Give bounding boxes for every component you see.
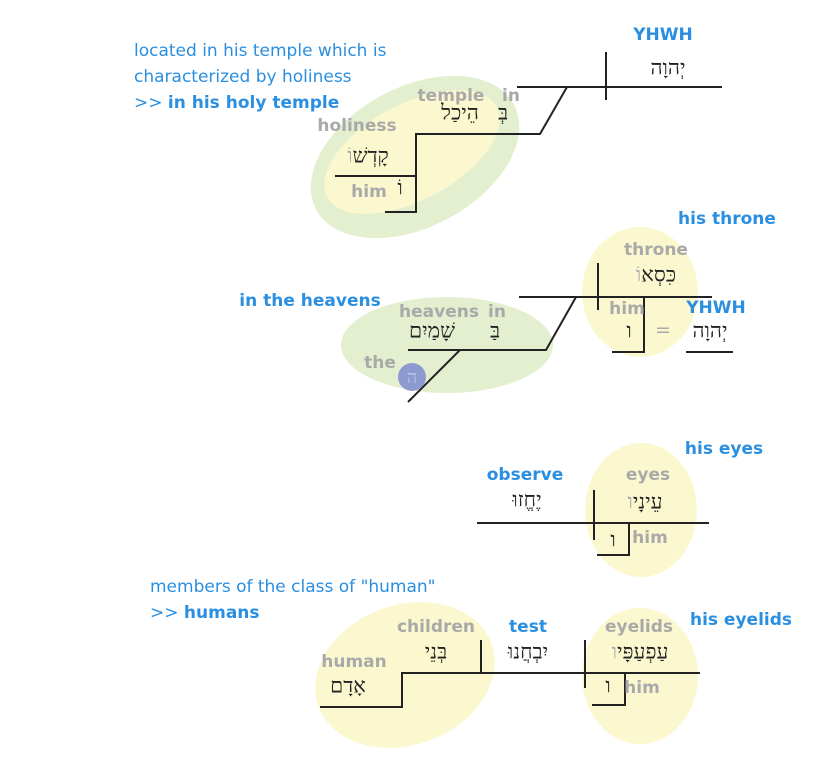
eyes-hebrew: עֵינָיו <box>627 490 662 515</box>
note-line: members of the class of "human" <box>150 577 436 597</box>
possessor-line <box>597 523 630 556</box>
him-hebrew: ו <box>626 318 632 343</box>
equals-sign: = <box>655 319 671 341</box>
throne-hebrew: כִּסְאוֹ <box>636 263 676 288</box>
human-gloss: human <box>321 652 387 672</box>
article-marker: ה <box>398 363 426 391</box>
note-bold: in his holy temple <box>167 93 340 113</box>
note-bold: humans <box>183 603 260 623</box>
eyes-gloss: eyes <box>625 465 671 485</box>
note-summary: >> in his holy temple <box>134 90 386 116</box>
group-humans <box>315 602 495 748</box>
group-eyelids <box>582 608 698 744</box>
him-gloss: him <box>351 182 387 202</box>
in-hebrew: בַּ <box>489 318 501 343</box>
article-line <box>407 349 461 403</box>
prep-phrase-line <box>408 296 577 351</box>
subject-gloss: YHWH <box>633 25 693 45</box>
heavens-hebrew: שָׁמַיִם <box>409 318 455 343</box>
verb-hebrew: יֶחֱזוּ <box>512 487 542 512</box>
eyelids-gloss: eyelids <box>604 617 674 637</box>
him-gloss: him <box>632 528 668 548</box>
him-hebrew: ו <box>605 673 611 698</box>
note-line: located in his temple which is <box>134 41 387 61</box>
in-gloss: in <box>488 302 506 322</box>
him-gloss: him <box>624 678 660 698</box>
yhwh-hebrew: יְהוָה <box>692 318 728 343</box>
human-hebrew: אָדָם <box>330 673 366 698</box>
throne-note: his throne <box>678 209 776 229</box>
group-throne <box>582 227 698 357</box>
temple-gloss: temple <box>417 86 485 106</box>
eyes-note: his eyes <box>684 439 764 459</box>
group-heavens <box>341 297 553 393</box>
verb-gloss: test <box>509 617 547 637</box>
holiness-stem: קָדְשׁ <box>352 143 389 168</box>
note-line: characterized by holiness <box>134 67 352 87</box>
eyes-suffix: ו <box>627 489 633 514</box>
group-holy-temple-inner <box>324 90 500 214</box>
subject-hebrew: יְהוָה <box>650 55 686 80</box>
in-hebrew: בְּ <box>497 100 509 125</box>
throne-stem: כִּסְא <box>641 262 677 287</box>
eyelids-stem: עַפְעַפָּי <box>617 639 669 664</box>
baseline <box>320 672 700 708</box>
clause1-note: located in his temple which is character… <box>134 38 386 116</box>
clause4-note: members of the class of "human" >> human… <box>150 574 436 626</box>
heavens-gloss: heavens <box>399 302 479 322</box>
eyes-stem: עֵינָי <box>632 489 663 514</box>
eyelids-suffix: ו <box>611 639 618 664</box>
note-prefix: >> <box>134 93 163 113</box>
note-prefix: >> <box>150 603 179 623</box>
yhwh-gloss: YHWH <box>686 298 746 318</box>
possessor-line <box>592 673 626 706</box>
in-gloss: in <box>502 86 520 106</box>
him-hebrew: ו <box>610 527 616 552</box>
note-summary: >> humans <box>150 600 436 626</box>
him-gloss: him <box>609 299 645 319</box>
verb-hebrew: יִבְחֲנוּ <box>507 639 549 664</box>
verb-gloss: observe <box>486 465 564 485</box>
throne-suffix: וֹ <box>635 262 642 287</box>
throne-gloss: throne <box>624 240 688 260</box>
children-hebrew: בְּנֵי <box>424 639 448 664</box>
holiness-gloss: holiness <box>317 116 397 136</box>
holiness-suffix: וֹ <box>347 143 353 168</box>
possessor-line <box>612 297 645 353</box>
heavens-note: in the heavens <box>239 291 381 311</box>
temple-hebrew: הֵיכַל <box>441 100 479 125</box>
eyelids-note: his eyelids <box>689 610 793 630</box>
the-gloss: the <box>364 353 396 373</box>
children-gloss: children <box>396 617 476 637</box>
eyelids-hebrew: עַפְעַפָּיו <box>612 640 669 665</box>
prep-phrase-line <box>385 86 568 213</box>
group-eyes <box>585 443 697 577</box>
holiness-hebrew: קָדְשׁוֹ <box>347 144 389 169</box>
him-hebrew: וֹ <box>397 175 403 200</box>
